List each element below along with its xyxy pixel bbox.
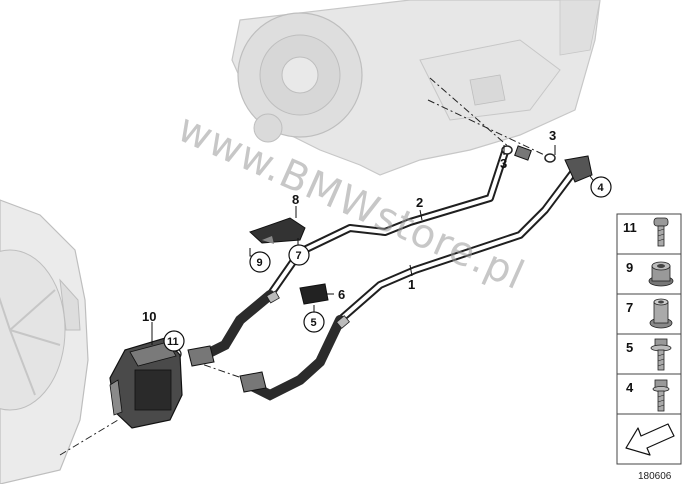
bolt-icon xyxy=(652,379,670,412)
callout-8: 8 xyxy=(292,192,299,207)
callout-leaders xyxy=(151,145,597,353)
reference-code: 180606 xyxy=(638,471,672,482)
side-part-number-7: 7 xyxy=(626,300,633,315)
side-part-number-4: 4 xyxy=(626,380,634,395)
clip-6 xyxy=(299,283,329,305)
side-parts-panel: 11 9 7 5 xyxy=(616,213,682,465)
screw-icon xyxy=(653,217,669,247)
leader-lines xyxy=(59,77,556,456)
callout-7-circle: 7 xyxy=(288,244,310,266)
oil-cooler-10 xyxy=(109,337,183,429)
callout-11-circle: 11 xyxy=(163,330,185,352)
transmission-housing xyxy=(231,0,601,176)
callout-5: 5 xyxy=(311,317,317,329)
callout-10: 10 xyxy=(142,309,156,324)
callout-4-circle: 4 xyxy=(590,176,612,198)
line-fittings xyxy=(501,145,593,183)
oil-line-1 xyxy=(245,166,579,401)
callout-11: 11 xyxy=(167,336,179,348)
bracket-8 xyxy=(249,217,306,244)
callout-4: 4 xyxy=(598,182,605,194)
callout-7: 7 xyxy=(296,250,302,262)
side-part-number-11: 11 xyxy=(623,220,637,235)
sleeve-nut-icon xyxy=(649,298,673,329)
callout-1: 1 xyxy=(408,277,415,292)
callout-5-circle: 5 xyxy=(303,311,325,333)
callout-3-fitting: 3 xyxy=(500,156,507,171)
callout-6: 6 xyxy=(338,287,345,302)
side-part-number-5: 5 xyxy=(626,340,633,355)
direction-arrow-icon xyxy=(625,423,675,456)
side-part-number-9: 9 xyxy=(626,260,633,275)
nut-icon xyxy=(648,261,674,287)
callout-9-circle: 9 xyxy=(249,251,271,273)
callout-9: 9 xyxy=(257,257,263,269)
callout-3-top: 3 xyxy=(549,128,556,143)
callout-2: 2 xyxy=(416,195,423,210)
bolt-washer-icon xyxy=(650,338,672,371)
oil-line-2 xyxy=(200,148,509,360)
radiator-fan xyxy=(0,199,89,484)
